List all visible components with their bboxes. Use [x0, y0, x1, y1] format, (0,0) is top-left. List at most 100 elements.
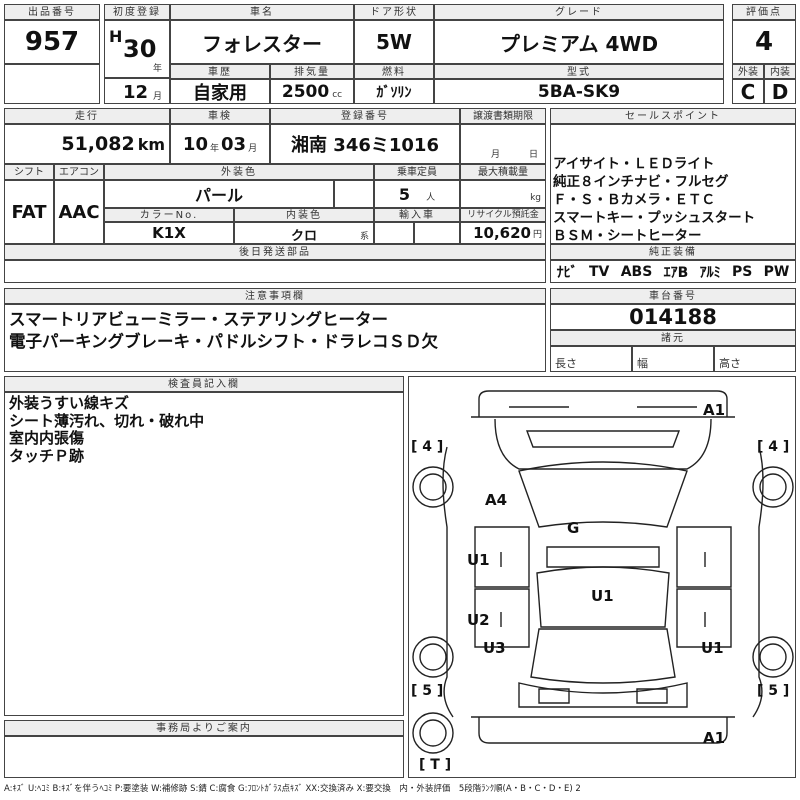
- fuel-label: 燃料: [354, 64, 434, 79]
- spare-tire-label: [ T ]: [419, 757, 452, 773]
- chassis-label: 車台番号: [550, 288, 796, 304]
- equipment-label: 純正装備: [550, 244, 796, 260]
- fuel: ｶﾞｿﾘﾝ: [354, 79, 434, 104]
- transfer-deadline: 月 日: [460, 124, 546, 164]
- damage-mark-u2: U2: [467, 611, 490, 629]
- ac-label: エアコン: [54, 164, 104, 180]
- door-type: 5W: [354, 20, 434, 64]
- grade: プレミアム 4WD: [434, 20, 724, 64]
- dims-label: 諸元: [550, 330, 796, 346]
- sales-block: セールスポイント アイサイト・ＬＥＤライト 純正８インチナビ・フルセグ Ｆ・Ｓ・…: [550, 108, 796, 283]
- car-diagram: A1 A4 G U1 U1 U2 U3 U1 A1 [ 4 ] [ 4 ] [ …: [408, 376, 796, 778]
- office-block: 事務局よりご案内: [4, 720, 404, 778]
- inspector-line: 外装うすい線キズ: [9, 394, 130, 412]
- displacement: 2500 cc: [270, 79, 354, 104]
- tire-front-right-tread: [ 4 ]: [757, 439, 790, 455]
- equipment-item: ﾅﾋﾞ: [556, 264, 578, 281]
- model: 5BA-SK9: [434, 79, 724, 104]
- equipment-item: TV: [588, 263, 610, 280]
- damage-mark-g: G: [567, 519, 580, 537]
- inspector-block: 検査員記入欄 外装うすい線キズ シート薄汚れ、切れ・破れ中 室内内張傷 タッチＰ…: [4, 376, 404, 716]
- notes-body: スマートリアビューミラー・ステアリングヒーター 電子パーキングブレーキ・パドルシ…: [4, 304, 546, 372]
- shift: FAT: [4, 180, 54, 244]
- sales-line: Ｆ・Ｓ・Ｂカメラ・ＥＴＣ: [553, 192, 715, 208]
- height: 高さ: [714, 346, 796, 372]
- chassis-block: 車台番号 014188 諸元 長さ 幅 高さ: [550, 288, 796, 372]
- ext-color: パール: [104, 180, 334, 208]
- color-no: K1X: [104, 222, 234, 244]
- equipment-item: ｴｱB: [663, 264, 689, 281]
- sales-points: アイサイト・ＬＥＤライト 純正８インチナビ・フルセグ Ｆ・Ｓ・Ｂカメラ・ＥＴＣ …: [550, 124, 796, 244]
- capacity-label: 乗車定員: [374, 164, 460, 180]
- office-body: [4, 736, 404, 778]
- ext-grade: C: [732, 79, 764, 104]
- damage-mark-a1-rear: A1: [703, 729, 726, 747]
- sales-line: アイサイト・ＬＥＤライト: [553, 156, 715, 172]
- note-line: スマートリアビューミラー・ステアリングヒーター: [9, 310, 389, 329]
- length: 長さ: [550, 346, 632, 372]
- damage-mark-u1-center: U1: [591, 587, 614, 605]
- lot-blank: [4, 64, 100, 104]
- load-label: 最大積載量: [460, 164, 546, 180]
- equipment-item: PW: [763, 263, 790, 280]
- later-parts-label: 後日発送部品: [4, 244, 546, 260]
- sales-line: ＢＳＭ・シートヒーター: [553, 228, 702, 244]
- damage-mark-u1-right: U1: [701, 639, 724, 657]
- sales-line: 純正８インチナビ・フルセグ: [553, 174, 729, 190]
- reg-no: 湘南 346ミ1016: [270, 124, 460, 164]
- ext-color-label: 外装色: [104, 164, 374, 180]
- sales-label: セールスポイント: [550, 108, 796, 124]
- inspector-line: タッチＰ跡: [9, 446, 85, 465]
- car-name: フォレスター: [170, 20, 354, 64]
- inspector-label: 検査員記入欄: [4, 376, 404, 392]
- int-color: クロ 系: [234, 222, 374, 244]
- lot-number: 957: [4, 20, 100, 64]
- note-line: 電子パーキングブレーキ・パドルシフト・ドラレコＳＤ欠: [9, 332, 438, 351]
- inspection-label: 車検: [170, 108, 270, 124]
- damage-mark-u3: U3: [483, 639, 506, 657]
- equipment-item: PS: [731, 263, 753, 280]
- header-block: 出品番号 957 初度登録 H 30 年 12 月 車名 フォレスター ドア形状…: [4, 4, 796, 104]
- ext-color-extra: [334, 180, 374, 208]
- first-reg-month: 12 月: [104, 78, 170, 104]
- import-right: [414, 222, 460, 244]
- inspector-body: 外装うすい線キズ シート薄汚れ、切れ・破れ中 室内内張傷 タッチＰ跡: [4, 392, 404, 716]
- mileage: 51,082 km: [4, 124, 170, 164]
- car-outline-drawing: [412, 390, 794, 754]
- int-grade: D: [764, 79, 796, 104]
- displacement-label: 排気量: [270, 64, 354, 79]
- history-label: 車歴: [170, 64, 270, 79]
- damage-mark-a1-front: A1: [703, 401, 726, 419]
- recycle-label: リサイクル預託金: [460, 208, 546, 222]
- door-label: ドア形状: [354, 4, 434, 20]
- inspection: 10 年 03 月: [170, 124, 270, 164]
- sales-line: スマートキー・プッシュスタート: [553, 210, 756, 226]
- transfer-label: 譲渡書類期限: [460, 108, 546, 124]
- first-reg-year: H 30 年: [104, 20, 170, 78]
- mileage-label: 走行: [4, 108, 170, 124]
- import-label: 輸入車: [374, 208, 460, 222]
- color-no-label: カラーNo.: [104, 208, 234, 222]
- lot-label: 出品番号: [4, 4, 100, 20]
- reg-no-label: 登録番号: [270, 108, 460, 124]
- score: 4: [732, 20, 796, 64]
- grade-label: グレード: [434, 4, 724, 20]
- shift-label: シフト: [4, 164, 54, 180]
- capacity: 5 人: [374, 180, 460, 208]
- model-label: 型式: [434, 64, 724, 79]
- equipment-list: ﾅﾋﾞ TV ABS ｴｱB ｱﾙﾐ PS PW: [550, 260, 796, 283]
- notes-label: 注意事項欄: [4, 288, 546, 304]
- width: 幅: [632, 346, 714, 372]
- history: 自家用: [170, 79, 270, 104]
- inspector-line: 室内内張傷: [9, 429, 85, 447]
- tire-rear-left-tread: [ 5 ]: [411, 683, 444, 699]
- notes-block: 注意事項欄 スマートリアビューミラー・ステアリングヒーター 電子パーキングブレー…: [4, 288, 546, 372]
- later-parts: [4, 260, 546, 283]
- damage-mark-u1-left: U1: [467, 551, 490, 569]
- damage-mark-a4: A4: [485, 491, 508, 509]
- int-grade-label: 内装: [764, 64, 796, 79]
- int-color-label: 内装色: [234, 208, 374, 222]
- car-name-label: 車名: [170, 4, 354, 20]
- recycle: 10,620 円: [460, 222, 546, 244]
- ext-grade-label: 外装: [732, 64, 764, 79]
